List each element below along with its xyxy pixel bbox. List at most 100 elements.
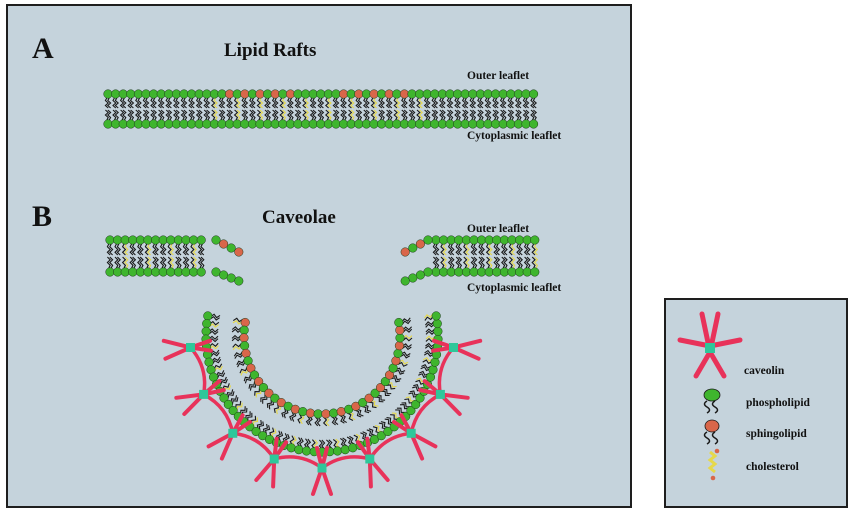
lipid-head bbox=[470, 268, 479, 277]
lipid-head bbox=[263, 90, 272, 99]
legend-phospholipid-label: phospholipid bbox=[746, 397, 811, 409]
lipid-head bbox=[182, 268, 191, 277]
caveolin-joint bbox=[407, 429, 416, 438]
membrane-diagram: A Lipid Rafts Outer leaflet Cytoplasmic … bbox=[8, 6, 634, 510]
lipid-head bbox=[455, 268, 464, 277]
caveolin-icon bbox=[680, 314, 740, 376]
lipid-head bbox=[377, 90, 386, 99]
lipid-head bbox=[287, 444, 296, 453]
lipid-head bbox=[339, 120, 348, 129]
lipid-head bbox=[111, 120, 120, 129]
legend-sphingolipid-label: sphingolipid bbox=[746, 428, 807, 440]
lipid-head bbox=[529, 120, 538, 129]
lipid-head bbox=[317, 120, 326, 129]
caveolin-link bbox=[322, 457, 370, 468]
lipid-head bbox=[423, 120, 432, 129]
lipid-head bbox=[187, 90, 196, 99]
panel-a-outer-label: Outer leaflet bbox=[467, 70, 529, 82]
lipid-head bbox=[286, 120, 295, 129]
lipid-head bbox=[167, 236, 176, 245]
lipid-head bbox=[174, 236, 183, 245]
lipid-head bbox=[294, 120, 303, 129]
lipid-head bbox=[180, 90, 189, 99]
lipid-head bbox=[144, 236, 153, 245]
caveolin-joint bbox=[318, 464, 327, 473]
lipid-head bbox=[144, 268, 153, 277]
lipid-head bbox=[515, 268, 524, 277]
lipid-head bbox=[514, 120, 523, 129]
lipid-head bbox=[431, 358, 440, 367]
lipid-head bbox=[333, 447, 342, 456]
lipid-head bbox=[197, 236, 206, 245]
lipid-head bbox=[396, 334, 405, 343]
lipid-head bbox=[151, 268, 160, 277]
lipid-head bbox=[159, 268, 168, 277]
lipid-head bbox=[347, 120, 356, 129]
lipid-head bbox=[531, 236, 540, 245]
lipid-head bbox=[309, 90, 318, 99]
lipid-head bbox=[424, 236, 433, 245]
lipid-head bbox=[263, 120, 272, 129]
lipid-head bbox=[462, 268, 471, 277]
lipid-head bbox=[461, 120, 470, 129]
lipid-head bbox=[180, 120, 189, 129]
lipid-head bbox=[329, 409, 338, 418]
lipid-head bbox=[218, 90, 227, 99]
lipid-head bbox=[195, 120, 204, 129]
lipid-head bbox=[485, 268, 494, 277]
lipid-head bbox=[197, 268, 206, 277]
lipid-head bbox=[401, 248, 410, 257]
lipid-head bbox=[485, 236, 494, 245]
lipid-head bbox=[491, 90, 500, 99]
lipid-head bbox=[295, 445, 304, 454]
lipid-head bbox=[324, 90, 333, 99]
lipid-head bbox=[455, 236, 464, 245]
lipid-head bbox=[347, 90, 356, 99]
lipid-head bbox=[432, 312, 441, 321]
lipid-head bbox=[202, 327, 211, 336]
lipid-head bbox=[159, 236, 168, 245]
lipid-head bbox=[514, 90, 523, 99]
lipid-head bbox=[174, 268, 183, 277]
lipid-head bbox=[393, 90, 402, 99]
panel-b-letter: B bbox=[32, 200, 52, 233]
lipid-head bbox=[415, 90, 424, 99]
lipid-head bbox=[469, 90, 478, 99]
lipid-head bbox=[205, 358, 214, 367]
legend: caveolin phospholipid sphingolipid chole… bbox=[666, 300, 850, 510]
lipid-head bbox=[362, 120, 371, 129]
lipid-head bbox=[431, 90, 440, 99]
panel-a-inner-label: Cytoplasmic leaflet bbox=[467, 130, 561, 142]
lipid-head bbox=[189, 268, 198, 277]
lipid-head bbox=[507, 120, 516, 129]
lipid-head bbox=[172, 120, 181, 129]
heads-layer bbox=[104, 90, 539, 457]
caveolin-joint bbox=[186, 343, 195, 352]
lipid-head bbox=[439, 236, 448, 245]
lipid-head bbox=[286, 90, 295, 99]
lipid-head bbox=[241, 90, 250, 99]
caveolin-link bbox=[274, 457, 322, 468]
caveolin-joint bbox=[270, 455, 279, 464]
lipid-head bbox=[395, 341, 404, 350]
lipid-head bbox=[322, 410, 331, 419]
lipid-head bbox=[104, 120, 113, 129]
lipid-head bbox=[416, 240, 425, 249]
lipid-head bbox=[241, 318, 250, 327]
lipid-head bbox=[129, 268, 138, 277]
lipid-head bbox=[165, 90, 174, 99]
lipid-head bbox=[203, 120, 212, 129]
lipid-head bbox=[416, 271, 425, 280]
lipid-head bbox=[202, 319, 211, 328]
sphingolipid-icon bbox=[705, 420, 720, 444]
lipid-head bbox=[240, 341, 249, 350]
lipid-head bbox=[415, 120, 424, 129]
lipid-head bbox=[306, 409, 315, 418]
lipid-head bbox=[469, 120, 478, 129]
lipid-head bbox=[432, 236, 441, 245]
lipid-head bbox=[438, 90, 447, 99]
lipid-head bbox=[377, 120, 386, 129]
legend-panel: caveolin phospholipid sphingolipid chole… bbox=[664, 298, 848, 508]
lipid-head bbox=[157, 90, 166, 99]
lipid-head bbox=[493, 268, 502, 277]
